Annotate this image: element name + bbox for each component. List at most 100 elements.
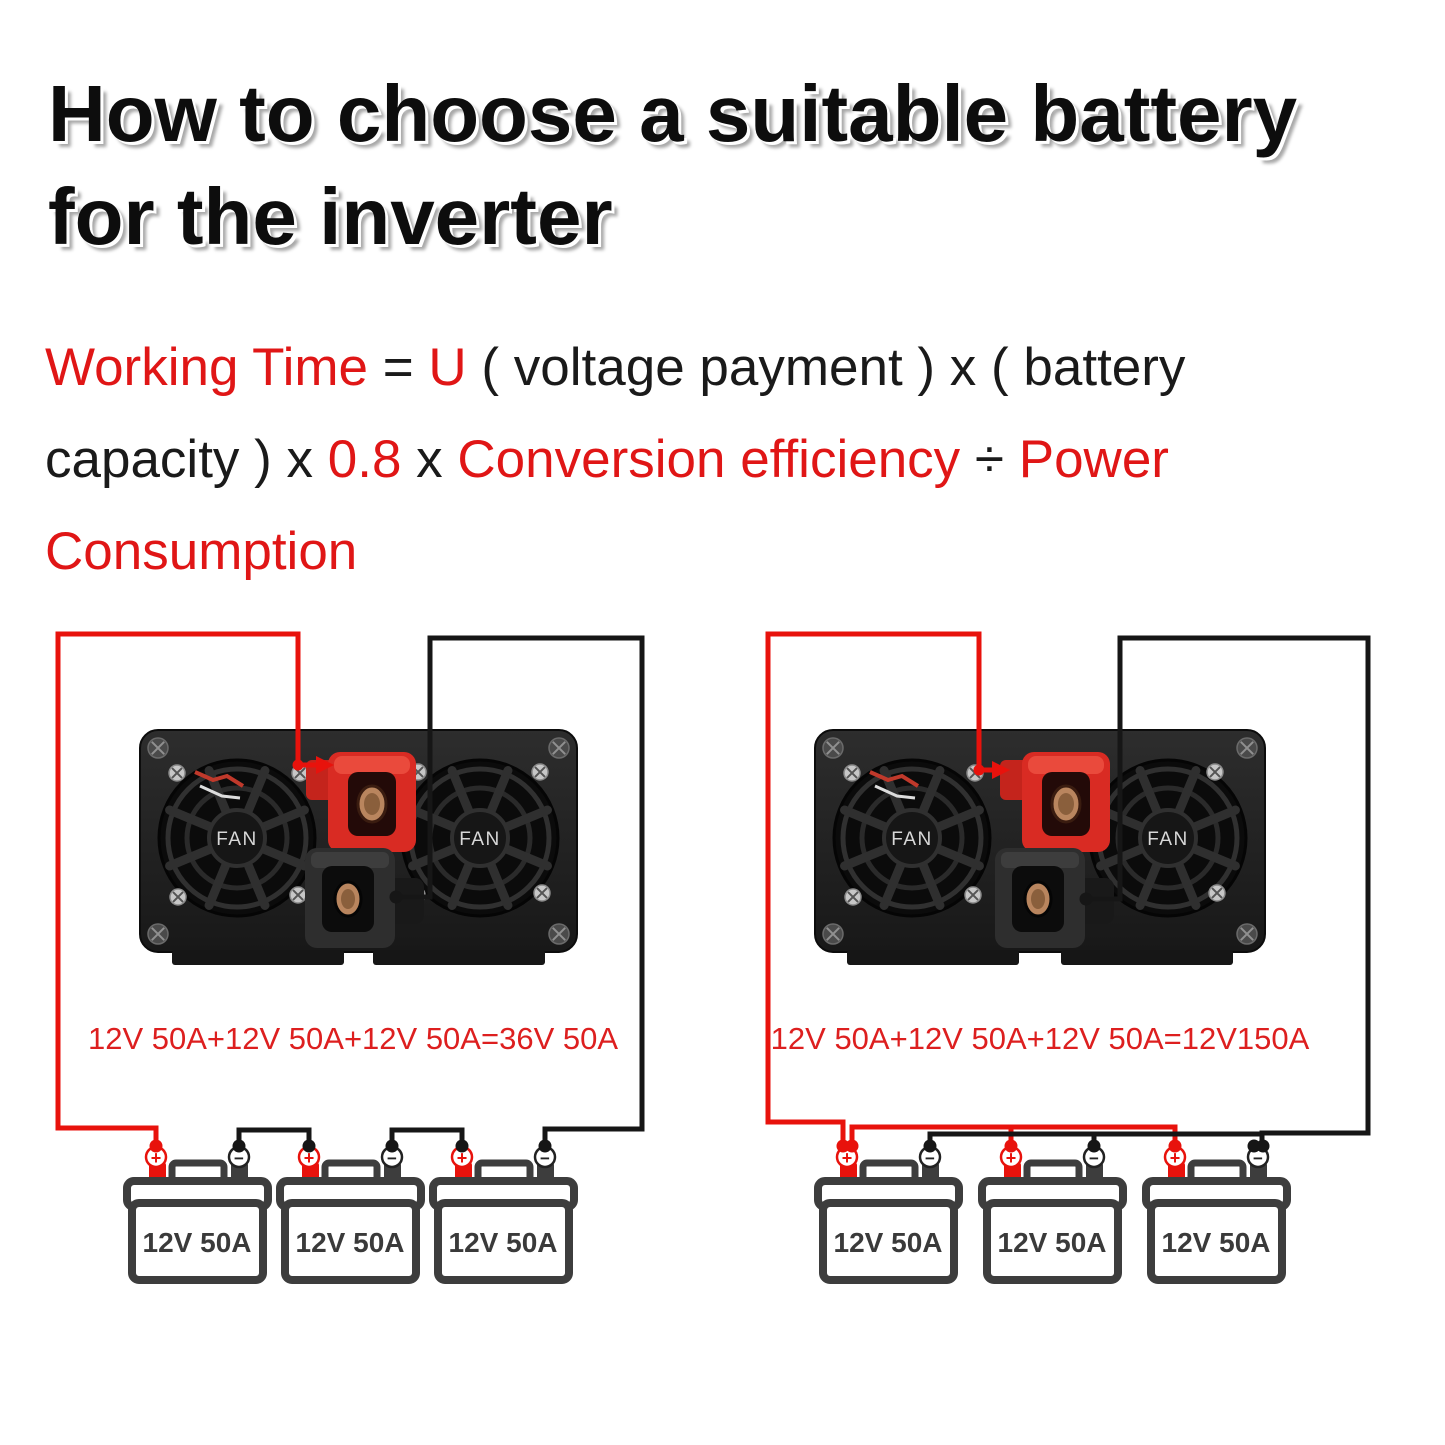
internal-wire: [869, 770, 920, 788]
screw-icon: [1236, 923, 1258, 945]
formula-segment: =: [368, 338, 429, 397]
formula-segment: capacity ) x: [45, 430, 328, 489]
formula-segment: ( voltage payment ) x ( battery: [466, 338, 1186, 397]
battery: 12V 50A + −: [814, 1145, 963, 1284]
wire-junction-dot: [232, 1139, 246, 1153]
formula-line-3: Consumption: [45, 506, 1405, 598]
screw-icon: [1208, 884, 1226, 902]
screw-icon: [843, 764, 861, 782]
wire-junction-dot: [455, 1139, 469, 1153]
screw-icon: [533, 884, 551, 902]
equation-text: 12V 50A+12V 50A+12V 50A=12V150A: [771, 1021, 1310, 1056]
screw-icon: [548, 737, 570, 759]
working-time-formula: Working Time = U ( voltage payment ) x (…: [45, 322, 1405, 598]
svg-text:+: +: [1006, 1148, 1017, 1168]
wire-junction-dot: [973, 764, 985, 776]
svg-text:−: −: [925, 1149, 935, 1168]
svg-text:+: +: [1170, 1148, 1181, 1168]
positive-terminal-icon: +: [450, 1145, 474, 1169]
formula-line-1: Working Time = U ( voltage payment ) x (…: [45, 322, 1405, 414]
internal-wire: [199, 784, 241, 800]
wire-junction-dot: [1168, 1139, 1182, 1153]
battery: 12V 50A+−: [429, 1145, 578, 1284]
screw-icon: [147, 923, 169, 945]
wire-junction-dot: [302, 1139, 316, 1153]
inverter: FAN FAN: [139, 729, 578, 965]
screw-icon: [169, 888, 187, 906]
fan-label: FAN: [459, 829, 500, 850]
svg-text:+: +: [304, 1148, 315, 1168]
fan-label: FAN: [891, 829, 932, 850]
formula-segment: Working Time: [45, 338, 368, 397]
formula-segment: x: [401, 430, 458, 489]
inverter-foot: [373, 950, 545, 965]
screw-icon: [531, 763, 549, 781]
inverter-foot: [847, 950, 1019, 965]
fan-icon: FAN: [157, 758, 317, 918]
negative-terminal-block: [995, 848, 1114, 948]
svg-text:−: −: [387, 1149, 397, 1168]
screw-icon: [1236, 737, 1258, 759]
battery-label: 12V 50A: [834, 1227, 943, 1258]
positive-terminal-block: [306, 752, 416, 852]
battery-body: [983, 1199, 1122, 1284]
formula-segment: ÷: [960, 430, 1019, 489]
battery-label: 12V 50A: [296, 1227, 405, 1258]
fan-label: FAN: [1147, 829, 1188, 850]
svg-text:+: +: [457, 1148, 468, 1168]
formula-line-2: capacity ) x 0.8 x Conversion efficiency…: [45, 414, 1405, 506]
svg-text:−: −: [540, 1149, 550, 1168]
formula-segment: 0.8: [327, 430, 402, 489]
fan-icon: FAN: [1088, 758, 1248, 918]
title-line-1: How to choose a suitable battery: [48, 69, 1298, 158]
diagram-parallel-connection: FAN FAN 12V 50A+12V 50A+12V 50A=12V150A 12V…: [765, 631, 1371, 1284]
svg-text:+: +: [842, 1148, 853, 1168]
svg-text:−: −: [1089, 1149, 1099, 1168]
wire-junction-dot: [923, 1139, 937, 1153]
wire-junction-dot: [836, 1139, 850, 1153]
battery-body: [1147, 1199, 1286, 1284]
inverter: FAN FAN: [814, 729, 1266, 965]
wire-junction-dot: [1256, 1139, 1270, 1153]
battery: 12V 50A+−: [1142, 1145, 1291, 1284]
svg-text:+: +: [151, 1148, 162, 1168]
wire-junction-dot: [149, 1139, 163, 1153]
page-title: How to choose a suitable battery for the…: [48, 62, 1297, 268]
inverter-foot: [172, 950, 344, 965]
battery-body: [128, 1199, 267, 1284]
battery-body: [281, 1199, 420, 1284]
wire-junction-dot: [389, 890, 403, 904]
screw-icon: [168, 764, 186, 782]
wire-junction-dot: [292, 759, 304, 771]
wire-junction-dot: [1004, 1139, 1018, 1153]
wire-junction-dot: [1247, 1139, 1261, 1153]
fan-label: FAN: [216, 829, 257, 850]
positive-terminal-icon: +: [999, 1145, 1023, 1169]
formula-segment: Power: [1018, 430, 1169, 489]
screw-icon: [147, 737, 169, 759]
screw-icon: [964, 886, 982, 904]
wire-junction-dot: [1079, 892, 1093, 906]
title-line-2: for the inverter: [48, 172, 613, 261]
inverter-foot: [1061, 950, 1233, 965]
wire-arrowhead: [316, 756, 334, 774]
wire-junction-dot: [1087, 1139, 1101, 1153]
svg-text:−: −: [1253, 1149, 1263, 1168]
formula-segment: Consumption: [45, 522, 358, 581]
battery: 12V 50A+−: [123, 1145, 272, 1284]
equation-text: 12V 50A+12V 50A+12V 50A=36V 50A: [88, 1021, 618, 1056]
negative-wire: [236, 1127, 312, 1142]
negative-wire: [389, 1127, 465, 1142]
internal-wire: [874, 784, 916, 800]
screw-icon: [822, 923, 844, 945]
screw-icon: [822, 737, 844, 759]
negative-terminal-block: [305, 848, 424, 948]
svg-text:−: −: [234, 1149, 244, 1168]
screw-icon: [289, 886, 307, 904]
wire-junction-dot: [845, 1139, 859, 1153]
wire-junction-dot: [385, 1139, 399, 1153]
diagram-series-connection: FAN FAN 12V 50A+12V 50A+12V 50A=36V 50A 12V…: [55, 631, 645, 1284]
negative-terminal-icon: −: [533, 1145, 557, 1169]
